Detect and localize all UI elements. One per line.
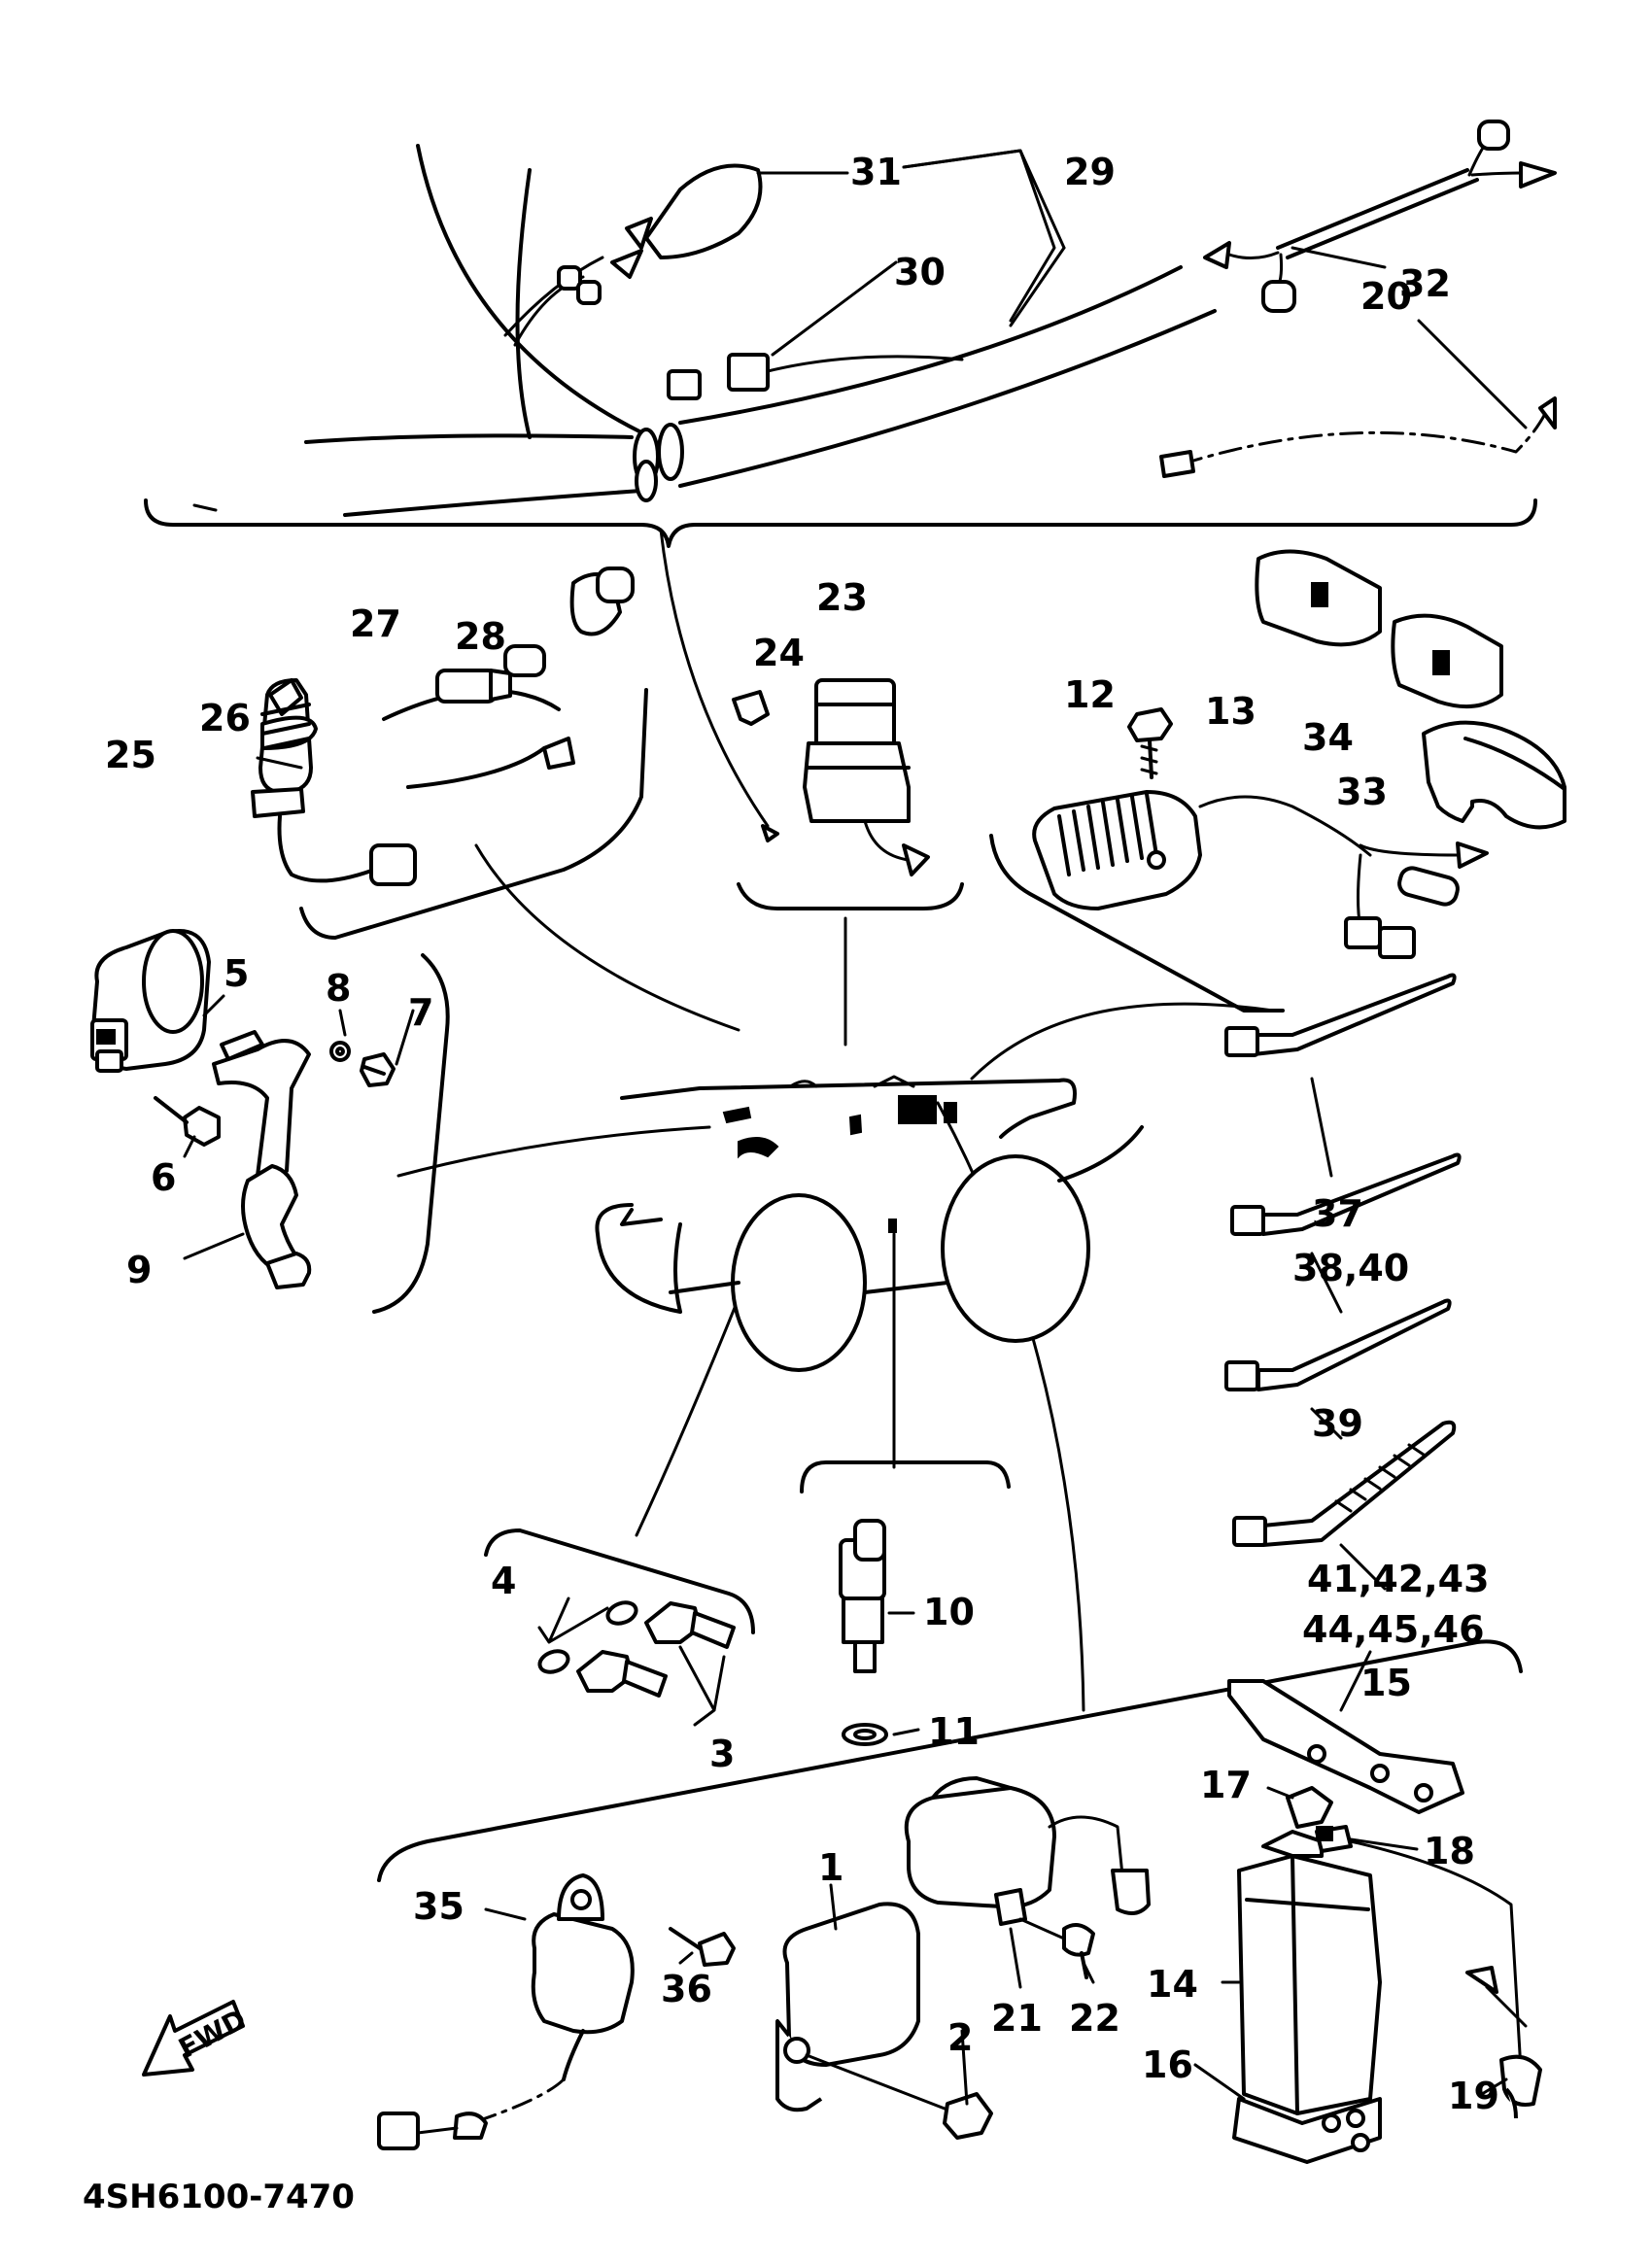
callout-21: 21 (991, 1997, 1043, 2040)
vehicle-outline (595, 1075, 1144, 1372)
callout-3: 3 (709, 1733, 735, 1775)
diagram-code: 4SH6100-7470 (83, 2178, 355, 2216)
thermo-switch-group (251, 566, 648, 940)
callout-39: 39 (1312, 1402, 1363, 1445)
callout-38-40: 38,40 (1292, 1247, 1409, 1289)
callout-7: 7 (408, 991, 433, 1034)
callout-6: 6 (151, 1156, 176, 1199)
callout-28: 28 (455, 615, 506, 658)
callout-29: 29 (1064, 151, 1116, 193)
starter-relay-group (732, 678, 964, 910)
callout-35: 35 (413, 1885, 465, 1928)
callout-17: 17 (1200, 1764, 1252, 1806)
callout-19: 19 (1448, 2075, 1499, 2117)
callout-18: 18 (1424, 1830, 1475, 1872)
leader-lines-left (183, 503, 415, 1260)
callout-11: 11 (928, 1710, 980, 1753)
callout-labels: 31 29 30 32 20 27 28 26 25 23 24 12 13 3… (83, 151, 1499, 2216)
callout-22: 22 (1069, 1997, 1120, 2040)
callout-8: 8 (326, 967, 351, 1010)
callout-25: 25 (105, 734, 156, 776)
callout-23: 23 (816, 576, 868, 619)
callout-32: 32 (1399, 262, 1451, 305)
callout-16: 16 (1142, 2043, 1193, 2086)
rectifier-group (989, 549, 1566, 1013)
callout-33: 33 (1336, 771, 1388, 813)
leader-lines-top (756, 149, 1528, 429)
callout-1: 1 (818, 1846, 843, 1889)
callout-36: 36 (661, 1968, 712, 2010)
wire-harness-group (144, 120, 1557, 548)
callout-10: 10 (923, 1591, 975, 1633)
callout-34: 34 (1302, 716, 1354, 759)
callout-26: 26 (199, 697, 251, 739)
callout-12: 12 (1064, 673, 1116, 716)
callout-2: 2 (947, 2016, 973, 2059)
callout-37: 37 (1312, 1192, 1363, 1235)
callout-20: 20 (1360, 275, 1412, 318)
callout-4: 4 (491, 1560, 516, 1602)
callout-15: 15 (1360, 1662, 1412, 1704)
callout-41-43: 41,42,43 (1307, 1558, 1490, 1600)
callout-9: 9 (126, 1249, 152, 1291)
ignition-coil-group (90, 929, 450, 1314)
callout-13: 13 (1205, 690, 1256, 733)
callout-30: 30 (894, 251, 946, 293)
hose-fittings-group (484, 1528, 755, 1727)
callout-5: 5 (224, 952, 249, 995)
callout-14: 14 (1147, 1963, 1198, 2006)
callout-24: 24 (753, 632, 805, 674)
callout-31: 31 (850, 151, 902, 193)
leader-lines-bottom (484, 1786, 1508, 2106)
bottom-group (142, 1639, 1542, 2164)
callout-44-46: 44,45,46 (1302, 1608, 1485, 1651)
callout-27: 27 (350, 602, 401, 645)
temp-sensor-group (800, 1460, 1011, 1746)
cable-ties-group (1224, 973, 1462, 1591)
